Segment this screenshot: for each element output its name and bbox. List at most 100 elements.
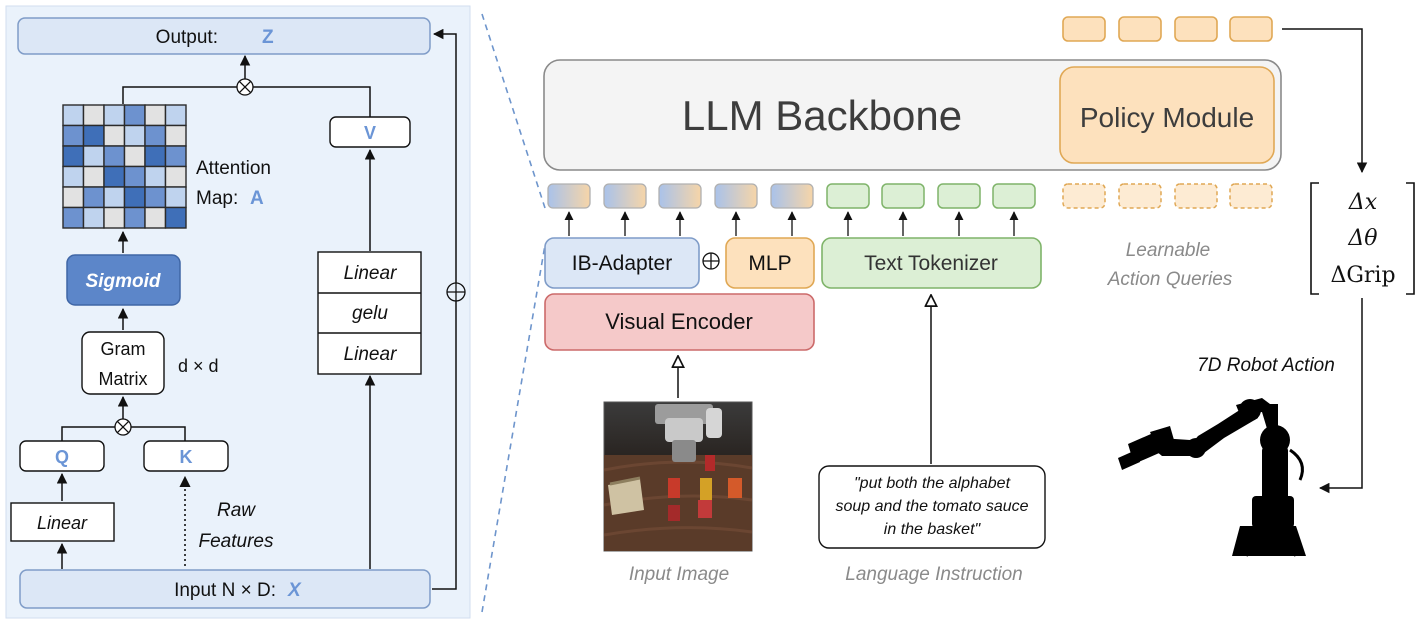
attention-cell: [144, 186, 167, 209]
attention-cell: [62, 104, 85, 127]
attention-cell: [123, 206, 146, 229]
attention-cell: [82, 145, 105, 168]
attention-cell: [62, 124, 85, 147]
plus-icon: [447, 283, 465, 301]
attention-cell: [123, 124, 146, 147]
text-tokenizer-label: Text Tokenizer: [864, 252, 998, 275]
linear-box-q: Linear: [10, 502, 115, 542]
q-label: Q: [55, 447, 69, 467]
input-box: Input N × D: X: [19, 569, 431, 609]
attention-cell: [62, 165, 85, 188]
attention-cell: [82, 186, 105, 209]
sigmoid-label: Sigmoid: [86, 271, 161, 292]
gram-label-2: Matrix: [99, 369, 148, 389]
learnable-label-2: Action Queries: [1107, 269, 1233, 290]
attention-cell: [164, 104, 187, 127]
mlp-label: MLP: [748, 252, 791, 275]
attention-cell: [103, 186, 126, 209]
input-label: Input N × D:: [174, 580, 276, 601]
attention-cell: [103, 145, 126, 168]
gram-label-1: Gram: [101, 339, 146, 359]
attention-label-2: Map:: [196, 188, 238, 209]
action-output-arrow: [1282, 28, 1368, 174]
policy-module: Policy Module: [1059, 66, 1275, 164]
attention-cell: [103, 206, 126, 229]
raw-label-2: Features: [199, 531, 274, 552]
dxd-label: d × d: [178, 356, 219, 376]
q-box: Q: [19, 440, 105, 472]
action-dtheta: Δθ: [1347, 226, 1377, 251]
attention-cell: [62, 186, 85, 209]
zoom-connector-top: [481, 13, 546, 209]
attention-cell: [164, 206, 187, 229]
text-tokenizer-box: Text Tokenizer: [821, 237, 1042, 289]
instruction-line-3: in the basket": [884, 521, 982, 538]
robot-action-arrow: [1318, 298, 1363, 494]
attention-cell: [123, 145, 146, 168]
multiply-icon: [116, 420, 130, 434]
attention-cell: [144, 124, 167, 147]
attention-cell: [164, 186, 187, 209]
attention-cell: [82, 165, 105, 188]
attention-label-1: Attention: [196, 158, 271, 179]
attention-cell: [144, 104, 167, 127]
output-label: Output:: [156, 27, 218, 48]
plus-icon: [703, 253, 719, 269]
action-dgrip: ΔGrip: [1330, 263, 1395, 288]
learnable-label-1: Learnable: [1126, 240, 1211, 261]
output-box: Output: Z: [17, 17, 431, 55]
action-vector: Δx Δθ ΔGrip: [1310, 182, 1415, 295]
instruction-box: "put both the alphabet soup and the toma…: [818, 465, 1046, 549]
visual-encoder-label: Visual Encoder: [605, 309, 753, 334]
ib-adapter-label: IB-Adapter: [572, 252, 672, 275]
multiply-icon: [238, 80, 252, 94]
attention-cell: [164, 124, 187, 147]
attention-cell: [144, 165, 167, 188]
attention-cell: [62, 145, 85, 168]
language-caption: Language Instruction: [845, 564, 1022, 585]
attention-cell: [164, 165, 187, 188]
k-box: K: [143, 440, 229, 472]
ib-adapter-box: IB-Adapter: [544, 237, 700, 289]
input-var: X: [287, 580, 302, 601]
attention-cell: [103, 104, 126, 127]
attention-var: A: [250, 188, 264, 209]
v-box: V: [329, 116, 411, 148]
visual-tokens: [547, 183, 814, 209]
attention-cell: [82, 206, 105, 229]
attention-cell: [123, 104, 146, 127]
attention-cell: [82, 104, 105, 127]
attention-cell: [164, 145, 187, 168]
sigmoid-box: Sigmoid: [66, 254, 181, 306]
zoom-connector-bottom: [481, 244, 546, 613]
attention-map-grid: [62, 104, 187, 229]
policy-label: Policy Module: [1080, 102, 1254, 133]
attention-cell: [144, 145, 167, 168]
input-image: [603, 401, 753, 552]
llm-label: LLM Backbone: [682, 92, 962, 139]
k-label: K: [180, 447, 193, 467]
mlp-layer-linear-top: Linear: [344, 263, 397, 284]
v-label: V: [364, 123, 376, 143]
visual-encoder-box: Visual Encoder: [544, 293, 815, 351]
robot-arm-icon: [1118, 398, 1306, 557]
instruction-line-2: soup and the tomato sauce: [835, 498, 1028, 515]
input-image-caption: Input Image: [629, 564, 729, 585]
robot-caption: 7D Robot Action: [1197, 355, 1335, 376]
mlp-stack: Linear gelu Linear: [317, 251, 422, 375]
mlp-box: MLP: [725, 237, 815, 289]
token-arrows: [564, 211, 1019, 236]
attention-cell: [103, 124, 126, 147]
attention-cell: [82, 124, 105, 147]
attention-cell: [144, 206, 167, 229]
raw-label-1: Raw: [217, 500, 256, 521]
instruction-line-1: "put both the alphabet: [854, 475, 1011, 492]
action-query-tokens-top: [1062, 16, 1273, 42]
mlp-layer-gelu: gelu: [352, 303, 388, 324]
gram-matrix-box: Gram Matrix: [81, 331, 165, 395]
attention-cell: [103, 165, 126, 188]
attention-cell: [123, 186, 146, 209]
linear-label: Linear: [37, 513, 88, 533]
mlp-layer-linear-bottom: Linear: [344, 344, 397, 365]
